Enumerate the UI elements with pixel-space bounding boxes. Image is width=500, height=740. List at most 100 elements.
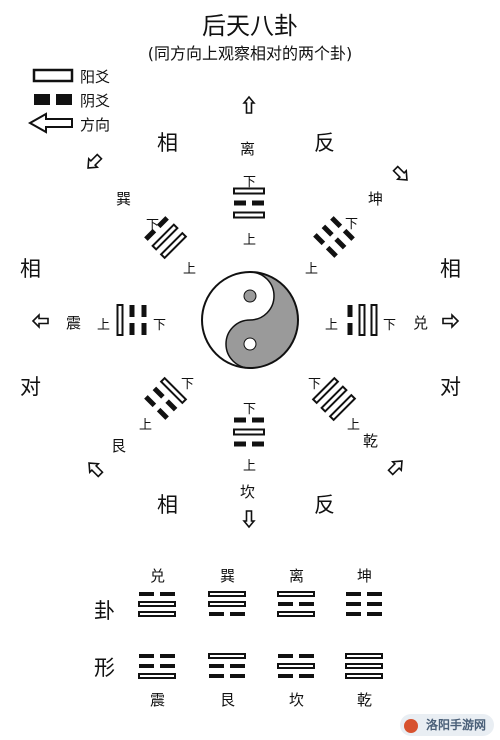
yin-line: [278, 602, 293, 606]
yang-line: [233, 428, 265, 436]
yin-line: [230, 612, 245, 616]
table-top-name: 巽: [220, 567, 236, 585]
arrow-outline-icon: [392, 165, 408, 181]
trigram-name-li: 离: [240, 140, 256, 158]
yin-line: [299, 602, 314, 606]
yin-line: [160, 654, 175, 658]
pos-label-bottom: 下: [146, 218, 160, 233]
table-top-name: 兑: [150, 567, 166, 585]
pos-label-bottom: 下: [383, 318, 397, 333]
yang-line: [345, 673, 383, 679]
yin-line: [346, 592, 361, 596]
pos-label-top: 上: [183, 262, 197, 277]
trigram-name-gen: 艮: [111, 437, 127, 455]
yin-line: [347, 323, 353, 335]
table-bottom-name: 坎: [289, 691, 305, 709]
trigram-xun: [208, 591, 246, 616]
legend-yin-label: 阴爻: [80, 92, 111, 110]
label-xiang-top: 相: [157, 131, 178, 155]
pos-label-bottom: 下: [153, 318, 167, 333]
yin-line: [156, 407, 169, 420]
yin-line: [129, 305, 135, 317]
yin-line: [252, 200, 264, 206]
trigram-li: [233, 187, 265, 219]
arrow-outline-icon: [442, 313, 460, 329]
yang-line: [116, 304, 124, 336]
yin-line: [347, 305, 353, 317]
yang-line: [277, 663, 315, 669]
arrow-outline-icon: [87, 153, 103, 169]
table-top-name: 离: [289, 567, 305, 585]
pos-label-top: 上: [243, 233, 257, 248]
table-row-label-gua: 卦: [94, 599, 115, 623]
trigram-name-qian: 乾: [363, 432, 379, 450]
yang-line: [370, 304, 378, 336]
label-dui-right: 对: [440, 375, 461, 399]
label-xiang-bottom: 相: [157, 493, 178, 517]
yang-line: [138, 601, 176, 607]
label-xiang-right: 相: [440, 257, 461, 281]
yin-line: [299, 654, 314, 658]
pos-label-top: 上: [325, 318, 339, 333]
trigram-name-kan: 坎: [240, 483, 256, 501]
trigram-name-xun: 巽: [116, 190, 132, 208]
yang-line: [208, 591, 246, 597]
arrow-outline-icon: [88, 462, 104, 478]
trigram-name-kun: 坤: [368, 190, 384, 208]
yin-line: [234, 417, 246, 423]
yin-line: [346, 602, 361, 606]
page-title: 后天八卦: [202, 12, 298, 40]
yin-line: [367, 602, 382, 606]
watermark: 洛阳手游网: [399, 714, 494, 736]
yang-line: [233, 211, 265, 219]
trigram-name-zhen: 震: [66, 314, 82, 332]
label-xiang-left: 相: [20, 257, 41, 281]
yin-line: [209, 612, 224, 616]
yin-line: [367, 612, 382, 616]
yang-line: [345, 663, 383, 669]
pos-label-top: 上: [305, 262, 319, 277]
yang-line: [320, 385, 348, 413]
label-fan-top: 反: [314, 131, 335, 155]
yin-line: [252, 417, 264, 423]
yang-line: [277, 611, 315, 617]
trigram-qian: [311, 376, 357, 422]
yin-line: [152, 386, 165, 399]
table-bottom-name: 乾: [357, 691, 373, 709]
trigram-li: [277, 591, 315, 617]
trigram-name-dui: 兑: [413, 314, 429, 332]
legend-direction-label: 方向: [80, 116, 111, 134]
yin-line: [299, 674, 314, 678]
arrow-outline-icon: [31, 313, 49, 329]
pos-label-bottom: 下: [308, 377, 322, 392]
yin-line: [252, 441, 264, 447]
yin-line: [141, 305, 147, 317]
yin-line: [139, 664, 154, 668]
table-row-label-xing: 形: [94, 656, 115, 680]
legend-yang-label: 阳爻: [80, 68, 111, 86]
yang-line: [159, 376, 188, 405]
yin-line: [346, 612, 361, 616]
yin-line: [367, 592, 382, 596]
yin-line: [321, 224, 334, 237]
watermark-logo-icon: [404, 719, 418, 733]
yin-line: [230, 664, 245, 668]
pos-label-top: 上: [347, 418, 361, 433]
arrow-outline-icon: [242, 510, 256, 529]
trigram-gen: [144, 376, 188, 420]
arrow-outline-icon: [242, 95, 256, 114]
yang-line: [233, 187, 265, 195]
arrow-outline-icon: [387, 460, 403, 476]
yin-yang-icon: [201, 271, 299, 369]
yin-line: [139, 654, 154, 658]
pos-label-top: 上: [139, 418, 153, 433]
yin-line: [234, 200, 246, 206]
yin-line: [234, 441, 246, 447]
yang-line: [151, 223, 179, 251]
trigram-dui: [347, 304, 378, 336]
yang-line: [277, 591, 315, 597]
yang-line: [208, 601, 246, 607]
yin-line: [156, 216, 169, 229]
yin-line: [144, 395, 157, 408]
